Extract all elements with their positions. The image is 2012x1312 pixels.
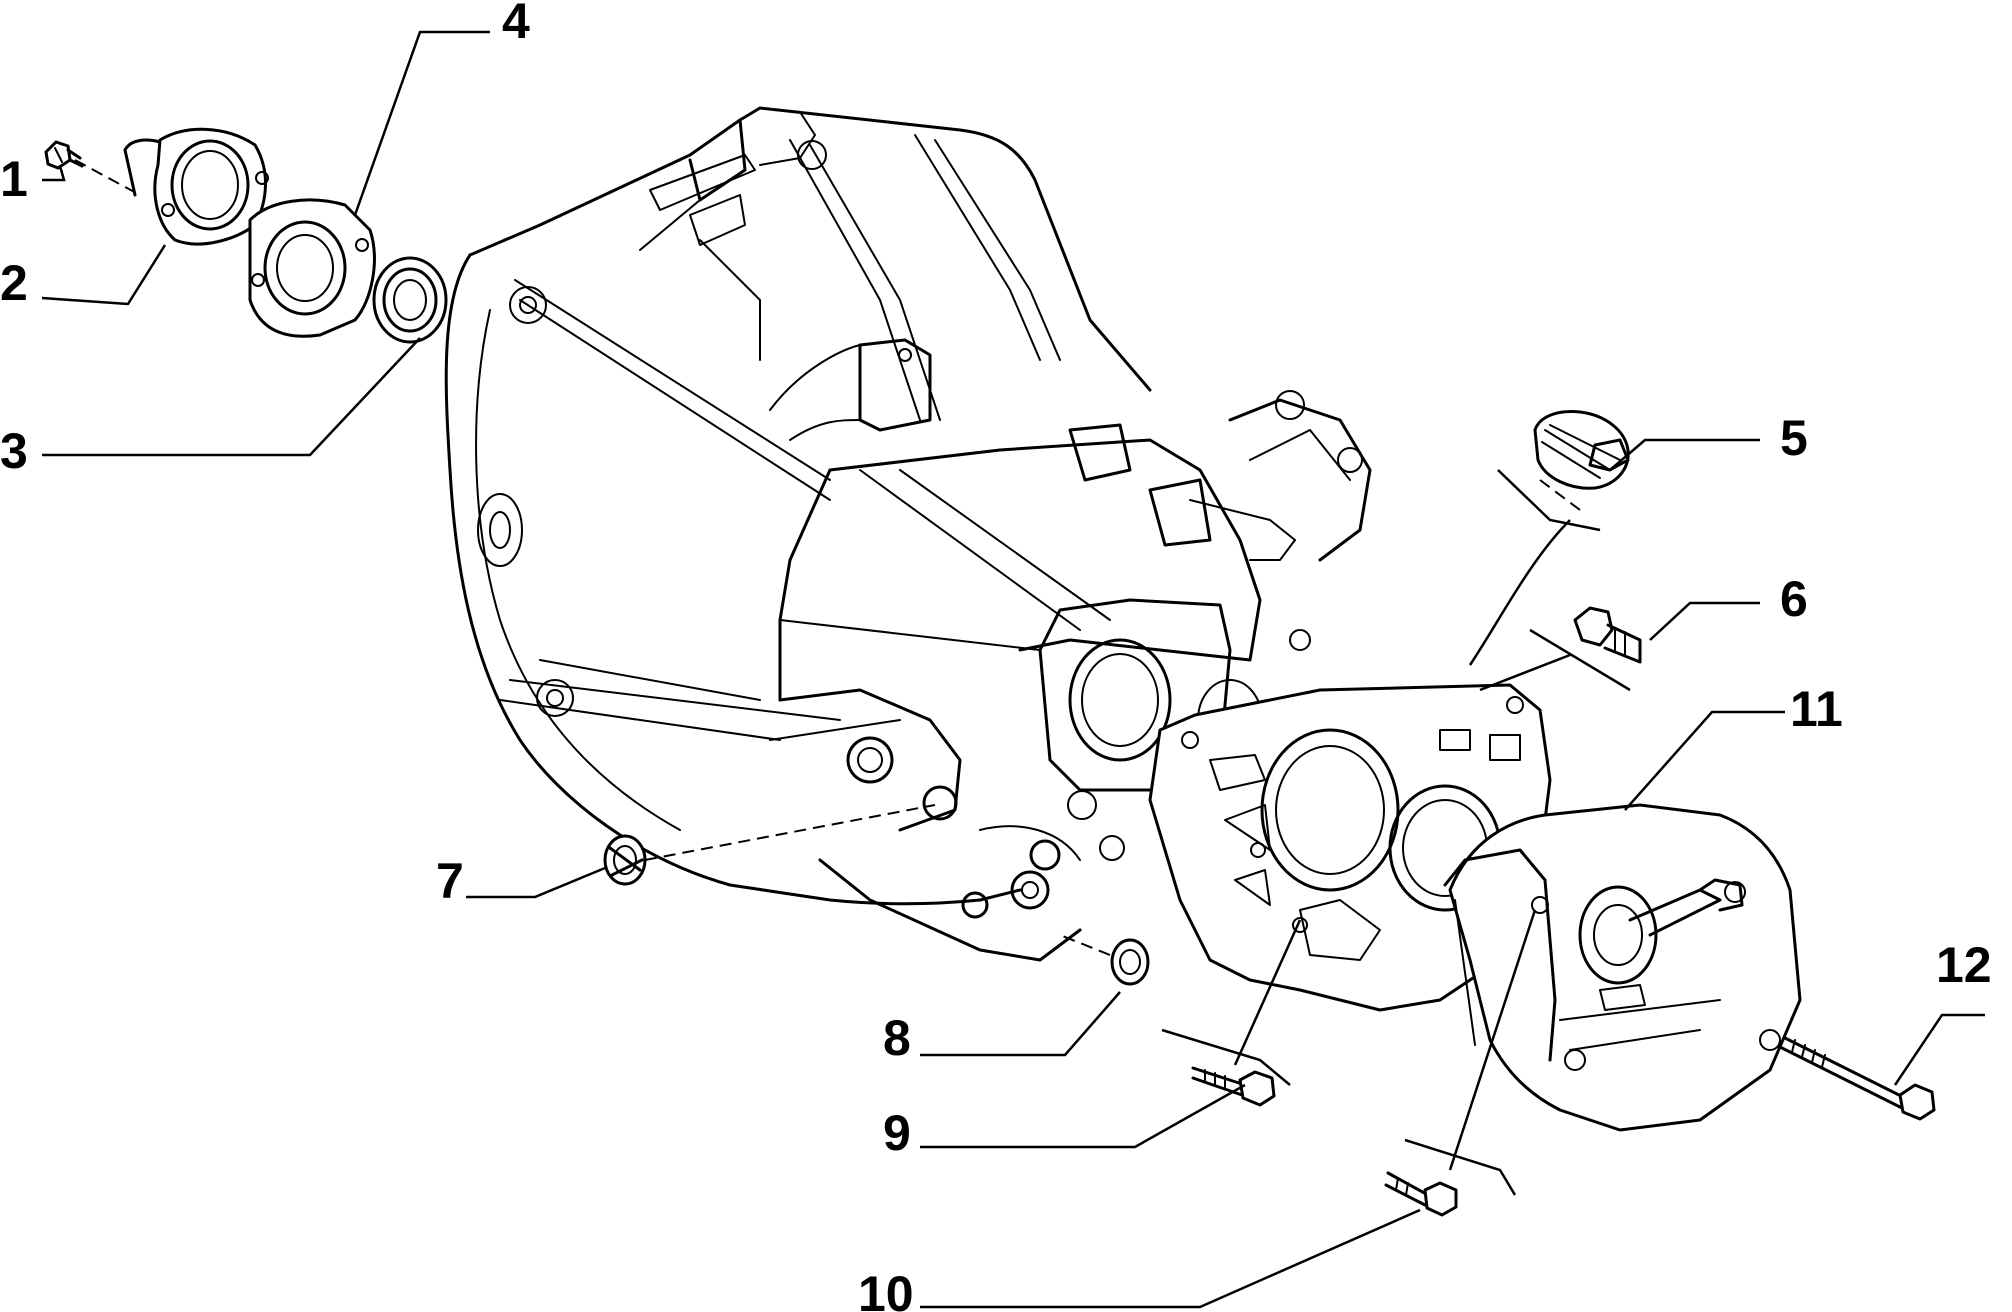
part-6-bolt xyxy=(1573,606,1642,664)
part-5-plug xyxy=(1533,410,1630,490)
part-7-bushing xyxy=(603,834,647,886)
end-cover xyxy=(1443,803,1802,1132)
part-3-seal xyxy=(372,256,448,344)
gearbox-housing xyxy=(444,106,1372,962)
callout-10: 10 xyxy=(858,1266,914,1312)
assembly-axes xyxy=(74,159,1581,956)
callout-8: 8 xyxy=(883,1010,911,1066)
part-9-bolt xyxy=(1191,1066,1276,1107)
callout-11: 11 xyxy=(1790,681,1843,737)
leader-lines xyxy=(41,30,1985,1309)
part-8-bushing xyxy=(1110,938,1150,986)
callout-9: 9 xyxy=(883,1105,911,1161)
part-12-bolt xyxy=(1780,1036,1936,1121)
callout-2: 2 xyxy=(0,255,28,311)
part-2-flange xyxy=(123,127,269,246)
callout-6: 6 xyxy=(1780,571,1808,627)
callout-3: 3 xyxy=(0,423,28,479)
callout-5: 5 xyxy=(1780,410,1808,466)
callout-4: 4 xyxy=(502,0,530,49)
part-1-bolt xyxy=(44,140,84,170)
part-4-cover xyxy=(248,198,376,338)
callout-1: 1 xyxy=(0,151,28,207)
callout-12: 12 xyxy=(1936,937,1992,993)
part-10-bolt xyxy=(1384,1171,1458,1217)
callout-7: 7 xyxy=(436,853,464,909)
